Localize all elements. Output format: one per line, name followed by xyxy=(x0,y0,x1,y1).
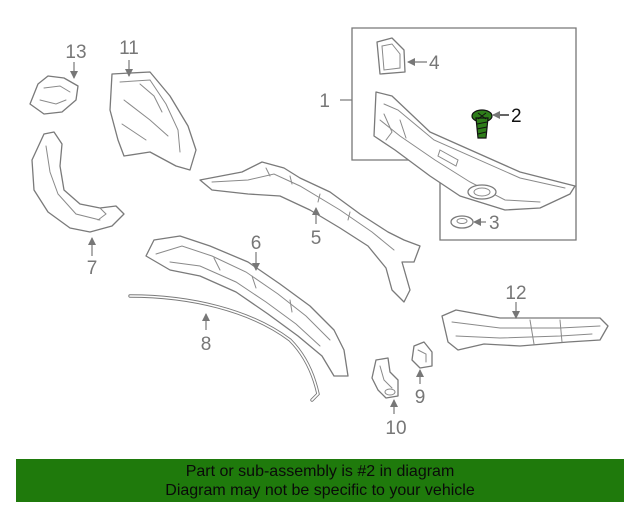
part-10-mount-bracket xyxy=(371,357,399,399)
part-8-seal-strip xyxy=(128,294,320,402)
callout-1: 1 xyxy=(319,91,330,112)
callout-11: 11 xyxy=(119,38,139,59)
callout-12: 12 xyxy=(505,283,526,304)
part-1-cowl-panel xyxy=(373,91,576,211)
callout-7: 7 xyxy=(87,258,98,279)
part-6-dash-panel xyxy=(145,235,349,377)
callout-2: 2 xyxy=(511,106,522,127)
part-13-bracket xyxy=(29,75,79,115)
callout-8: 8 xyxy=(201,334,212,355)
callout-10: 10 xyxy=(385,418,406,439)
callout-3: 3 xyxy=(489,213,500,234)
callout-4: 4 xyxy=(429,53,440,74)
callout-6: 6 xyxy=(251,233,262,254)
part-3-grommet xyxy=(450,215,474,229)
banner-line-1: Part or sub-assembly is #2 in diagram xyxy=(185,462,455,480)
callout-13: 13 xyxy=(65,42,86,63)
info-banner: Part or sub-assembly is #2 in diagram Di… xyxy=(16,459,624,502)
sub-assembly-box xyxy=(340,27,577,241)
part-4-pad xyxy=(376,37,406,75)
part-5-crossmember xyxy=(199,161,421,303)
part-2-bolt xyxy=(471,109,493,139)
part-9-clip xyxy=(411,341,433,369)
callout-9: 9 xyxy=(415,387,426,408)
part-12-side-rail xyxy=(441,309,609,351)
callout-5: 5 xyxy=(311,228,322,249)
part-7-curved-bracket xyxy=(31,131,125,233)
part-11-side-panel xyxy=(109,71,197,171)
banner-line-2: Diagram may not be specific to your vehi… xyxy=(165,481,475,499)
